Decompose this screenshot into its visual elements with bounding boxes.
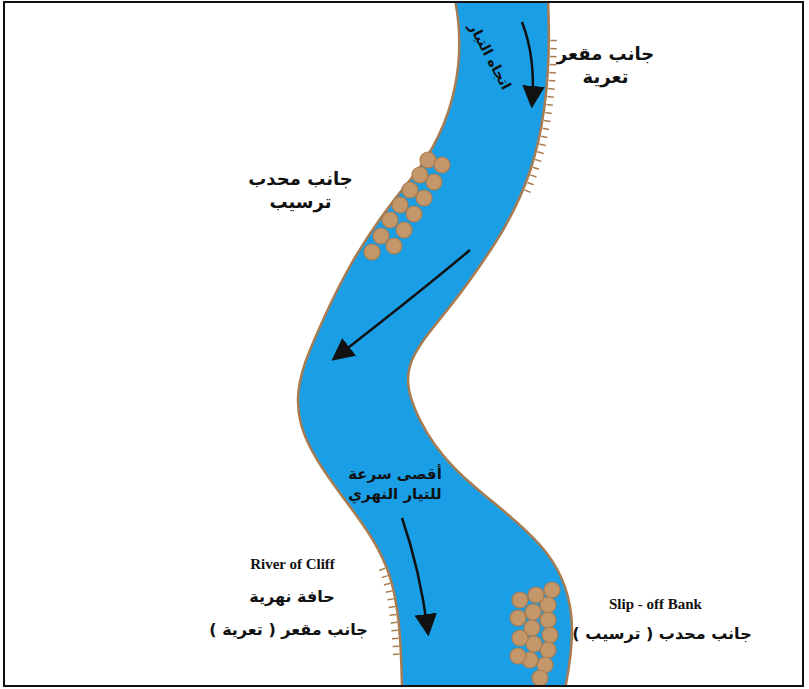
bank-label: جانب محدب ( ترسيب ): [571, 624, 753, 645]
erosion-tick: [546, 104, 552, 106]
erosion-tick: [550, 56, 556, 58]
erosion-tick: [379, 568, 385, 570]
erosion-tick: [528, 182, 534, 184]
erosion-tick: [550, 48, 556, 50]
erosion-tick: [549, 80, 555, 82]
erosion-tick: [548, 88, 554, 90]
erosion-tick: [541, 136, 547, 137]
erosion-tick: [393, 645, 399, 647]
deposit-top: [364, 152, 450, 260]
bank-label: جانب مقعر تعرية: [554, 42, 657, 89]
term-label: River of Cliff: [249, 555, 336, 575]
flow-arrow: [402, 518, 428, 632]
erosion-tick: [390, 614, 396, 616]
erosion-tick: [391, 622, 397, 624]
erosion-tick: [545, 112, 551, 114]
erosion-tick: [543, 128, 549, 129]
erosion-tick: [382, 576, 388, 578]
bank-label: جانب مقعر ( تعرية ): [208, 620, 369, 641]
erosion-tick: [392, 637, 398, 639]
bank-label: جانب محدب ترسيب: [241, 167, 360, 214]
erosion-tick: [530, 175, 536, 177]
frame-border: [4, 2, 803, 686]
flow-arrow: [522, 22, 533, 104]
river-channel: [298, 3, 572, 685]
deposit-bottom: [510, 582, 560, 685]
erosion-tick: [533, 167, 539, 169]
erosion-tick: [549, 72, 555, 74]
erosion-ticks: [379, 41, 557, 655]
erosion-tick: [387, 599, 393, 600]
erosion-tick: [393, 653, 399, 655]
erosion-tick: [384, 583, 390, 585]
erosion-tick: [550, 64, 556, 66]
erosion-tick: [550, 40, 556, 42]
term-label: Slip - off Bank: [608, 595, 703, 615]
erosion-tick: [539, 144, 545, 146]
erosion-tick: [386, 591, 392, 592]
erosion-tick: [525, 190, 531, 192]
erosion-tick: [537, 152, 543, 154]
erosion-tick: [535, 160, 541, 162]
erosion-tick: [547, 96, 553, 98]
velocity-label: أقصى سرعة للتيار النهري: [337, 465, 453, 504]
flow-arrow: [335, 250, 470, 358]
erosion-tick: [391, 629, 397, 631]
erosion-tick: [544, 120, 550, 121]
term-label: حافة نهرية: [248, 587, 336, 608]
erosion-tick: [389, 607, 395, 608]
